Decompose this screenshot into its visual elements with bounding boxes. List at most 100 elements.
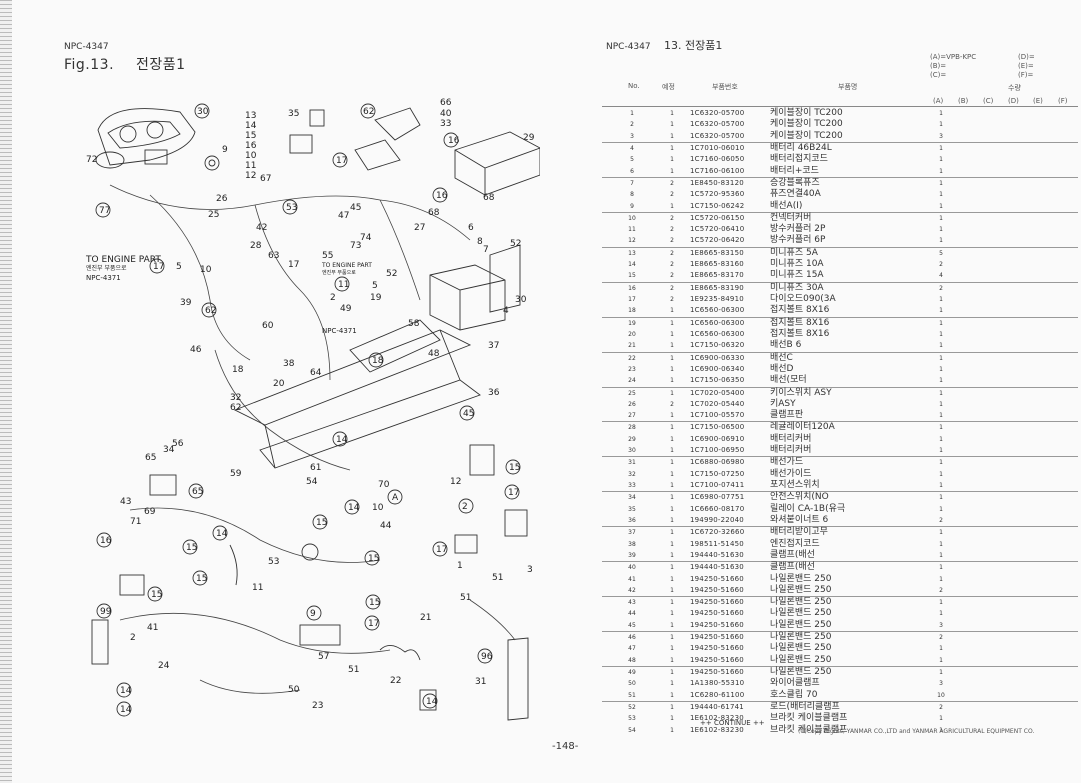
- row-part-no: 1C6980-07751: [690, 493, 745, 502]
- row-qty-a: 1: [939, 365, 943, 373]
- row-part-no: 194440-51630: [690, 550, 744, 559]
- svg-text:30: 30: [515, 295, 527, 305]
- row-name: 나일론밴드 250: [770, 619, 832, 630]
- svg-text:65: 65: [192, 487, 203, 497]
- row-qty-a: 1: [939, 505, 943, 513]
- row-no: 26: [628, 400, 636, 408]
- row-qty-a: 2: [939, 284, 943, 292]
- svg-text:16: 16: [245, 141, 257, 151]
- row-ref: 1: [670, 156, 674, 164]
- svg-text:59: 59: [230, 469, 242, 479]
- svg-text:1: 1: [457, 561, 463, 571]
- row-ref: 1: [670, 412, 674, 420]
- row-no: 42: [628, 586, 636, 594]
- svg-text:11: 11: [252, 583, 263, 593]
- svg-text:72: 72: [86, 155, 97, 165]
- svg-text:9: 9: [310, 609, 316, 619]
- row-no: 16: [628, 284, 636, 292]
- row-name: 클램프(배선: [770, 562, 815, 573]
- svg-text:2: 2: [130, 633, 136, 643]
- row-part-no: 1C5720-06420: [690, 236, 745, 245]
- row-qty-a: 2: [939, 261, 943, 269]
- row-no: 41: [628, 575, 636, 583]
- row-qty-a: 1: [939, 669, 943, 676]
- row-no: 45: [628, 621, 636, 629]
- row-part-no: 1E8450-83120: [690, 178, 744, 187]
- row-qty-a: 2: [939, 703, 943, 711]
- row-qty-a: 1: [939, 354, 943, 362]
- row-no: 27: [628, 412, 636, 420]
- row-name: 접지볼트 8X16: [770, 305, 830, 316]
- svg-text:32: 32: [230, 393, 241, 403]
- row-ref: 2: [670, 214, 674, 222]
- row-ref: 1: [670, 715, 674, 723]
- engine-part-label-2: TO ENGINE PART: [321, 262, 372, 269]
- row-part-no: 1C7010-06010: [690, 143, 745, 152]
- svg-text:40: 40: [440, 109, 452, 119]
- svg-text:64: 64: [310, 368, 322, 378]
- svg-text:17: 17: [153, 262, 164, 272]
- svg-text:77: 77: [99, 206, 110, 216]
- row-qty-a: 1: [939, 214, 943, 222]
- svg-text:17: 17: [436, 545, 447, 555]
- svg-text:19: 19: [370, 293, 382, 303]
- row-qty-a: 1: [939, 226, 943, 234]
- row-name: 나일론밴드 250: [770, 667, 832, 677]
- row-qty-a: 1: [939, 307, 943, 315]
- row-ref: 1: [670, 424, 674, 432]
- row-no: 3: [630, 132, 634, 140]
- qty-col-e: (E): [1033, 97, 1043, 105]
- row-part-no: 1C6320-05700: [690, 109, 745, 117]
- svg-text:2: 2: [330, 293, 336, 303]
- row-name: 배선D: [770, 363, 794, 374]
- row-ref: 1: [670, 110, 674, 117]
- row-part-no: 1C7100-05570: [690, 411, 745, 420]
- row-ref: 1: [670, 202, 674, 210]
- row-name: 배선(모터: [770, 375, 807, 386]
- row-name: 방수커플러 6P: [770, 235, 826, 246]
- page-number: -148-: [552, 741, 579, 752]
- row-ref: 2: [670, 296, 674, 303]
- row-name: 키이스위치 ASY: [770, 387, 832, 398]
- row-no: 25: [628, 389, 636, 397]
- model-f: (F)=: [1018, 71, 1034, 79]
- row-qty-a: 2: [939, 516, 943, 524]
- row-qty-a: 4: [939, 272, 943, 280]
- engine-part-label-1: TO ENGINE PART: [85, 255, 161, 265]
- row-part-no: 1C7150-06500: [690, 423, 745, 432]
- row-name: 배선B 6: [770, 340, 802, 351]
- row-no: 39: [628, 551, 636, 559]
- row-no: 2: [630, 121, 634, 129]
- svg-text:33: 33: [440, 119, 451, 129]
- svg-text:15: 15: [368, 554, 379, 564]
- qty-col-d: (D): [1008, 97, 1019, 105]
- row-part-no: 194250-51660: [690, 598, 744, 607]
- row-name: 나일론밴드 250: [770, 573, 832, 584]
- row-ref: 1: [670, 540, 674, 548]
- svg-text:46: 46: [190, 345, 202, 355]
- row-ref: 2: [670, 226, 674, 234]
- battery-drawing: [429, 264, 506, 331]
- table-header: No. 예정 부품번호 부품명: [600, 82, 1078, 96]
- svg-text:48: 48: [428, 349, 440, 359]
- svg-text:8: 8: [477, 237, 483, 247]
- header-no: No.: [628, 82, 640, 90]
- row-part-no: 1C6900-06330: [690, 353, 745, 362]
- svg-text:14: 14: [336, 435, 348, 445]
- svg-text:10: 10: [245, 151, 257, 161]
- svg-text:66: 66: [440, 98, 452, 108]
- svg-text:96: 96: [481, 652, 493, 662]
- svg-text:57: 57: [318, 652, 329, 662]
